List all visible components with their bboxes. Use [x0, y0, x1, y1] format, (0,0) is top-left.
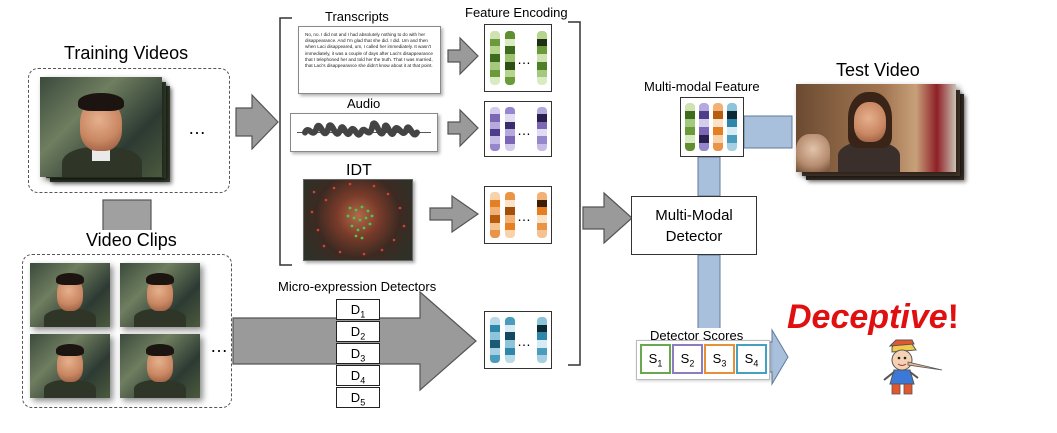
modalities-left-bracket: [279, 17, 292, 266]
micro-expression-feature-encoding: …: [484, 311, 552, 369]
feature-encoding-label: Feature Encoding: [465, 5, 568, 20]
video-clip-4[interactable]: [120, 334, 200, 398]
video-clips-ellipsis: …: [210, 336, 229, 356]
micro-expression-detectors-label: Micro-expression Detectors: [278, 279, 437, 294]
idt-trajectory-image: [303, 179, 413, 261]
training-videos-label: Training Videos: [64, 43, 189, 63]
idt-label: IDT: [346, 162, 372, 179]
multi-modal-detector-line2: Detector: [665, 228, 723, 245]
detector-d3: D3: [336, 343, 380, 364]
score-s2: S2: [672, 344, 703, 374]
idt-encoding-arrow: [429, 194, 480, 234]
video-clip-2[interactable]: [120, 263, 200, 327]
audio-waveform-panel: [290, 113, 438, 152]
test-video-label: Test Video: [836, 60, 920, 80]
feature-to-detector-connector: [697, 156, 721, 197]
scores-output-arrow: [766, 328, 789, 386]
deceptive-exclamation: !: [947, 298, 959, 336]
detector-d4: D4: [336, 365, 380, 386]
deceptive-word: Deceptive: [787, 298, 948, 336]
idt-feature-encoding: …: [484, 186, 552, 244]
video-clips-group: [22, 254, 232, 408]
transcripts-label: Transcripts: [325, 9, 389, 24]
score-s3: S3: [704, 344, 735, 374]
audio-encoding-arrow: [447, 108, 479, 148]
deceptive-result: Deceptive!: [787, 298, 959, 337]
video-clip-1[interactable]: [30, 263, 110, 327]
test-video-frame[interactable]: [796, 84, 956, 172]
detector-d2: D2: [336, 321, 380, 342]
pinocchio-icon: [883, 339, 943, 395]
encodings-right-bracket: [568, 21, 581, 366]
training-videos-group: [28, 68, 230, 193]
audio-feature-encoding: …: [484, 101, 552, 157]
detector-to-scores-connector: [697, 254, 721, 332]
detector-d1: D1: [336, 299, 380, 320]
transcript-feature-encoding: …: [484, 24, 552, 92]
score-s1: S1: [640, 344, 671, 374]
training-to-modalities-arrow: [235, 93, 279, 151]
transcripts-encoding-arrow: [447, 36, 479, 76]
transcript-document: No, no. I did not and I had absolutely n…: [298, 26, 441, 94]
multi-modal-feature-encoding: [680, 97, 744, 157]
training-video-frame[interactable]: [40, 77, 162, 177]
video-clips-label: Video Clips: [83, 230, 180, 251]
audio-waveform-icon: [297, 120, 431, 138]
test-to-feature-connector: [743, 115, 793, 149]
multi-modal-detector-box: Multi-Modal Detector: [631, 196, 757, 255]
multi-modal-detector-line1: Multi-Modal: [655, 207, 733, 224]
training-videos-ellipsis: …: [188, 118, 207, 138]
encodings-to-detector-arrow: [582, 191, 633, 245]
detector-scores-label: Detector Scores: [648, 328, 746, 343]
multi-modal-feature-label: Multi-modal Feature: [644, 79, 760, 94]
audio-label: Audio: [347, 96, 381, 111]
training-to-clips-connector: [102, 199, 152, 233]
score-s4: S4: [736, 344, 767, 374]
idt-tracks-icon: [310, 182, 406, 256]
detector-d5: D5: [336, 387, 380, 408]
video-clip-3[interactable]: [30, 334, 110, 398]
